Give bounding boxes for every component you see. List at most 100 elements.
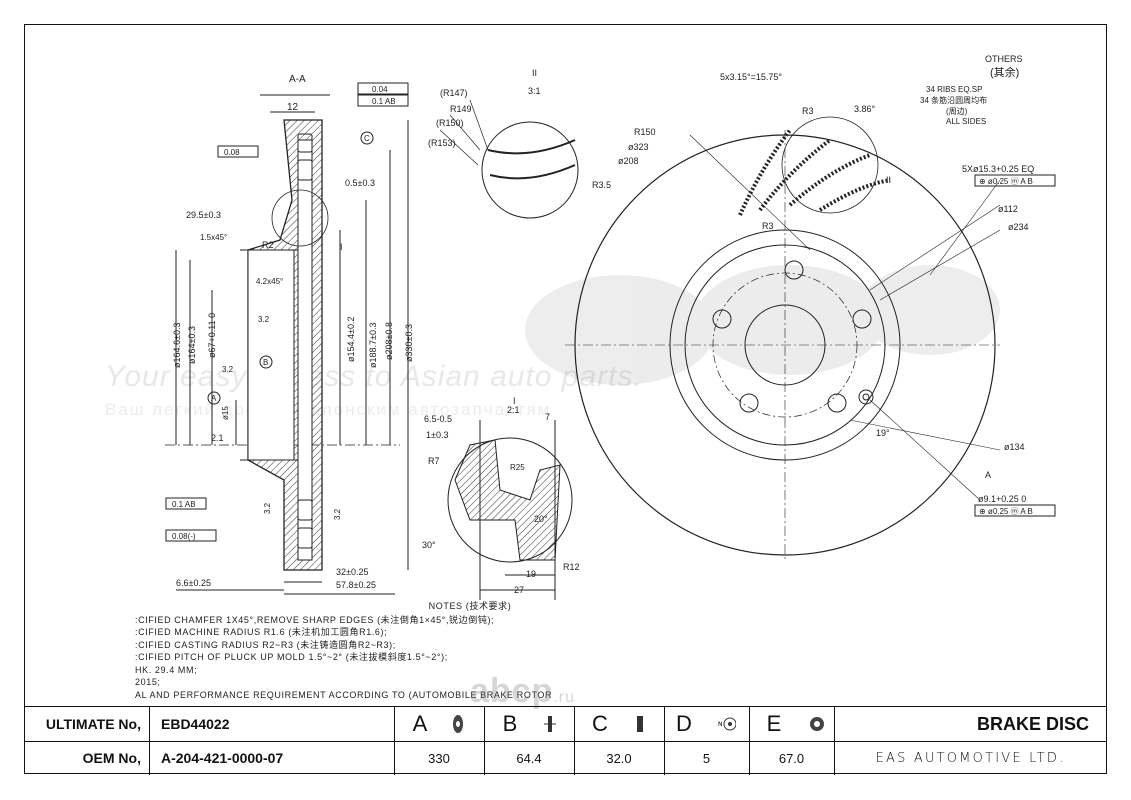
dim-label: 3.2 [333,508,342,520]
datum-label: I [340,242,343,252]
note-line: AL AND PERFORMANCE REQUIREMENT ACCORDING… [135,689,553,700]
watermark-slogan: Your easy access to Asian auto parts. [105,360,643,393]
note-line: HK. 29.4 MM; [135,664,198,675]
hole-spec: 5Xø15.3+0.25 EQ [962,164,1034,174]
abcp-site: abcp [470,672,554,710]
detail-scale: 3:1 [528,86,541,96]
detail-ii [439,99,579,219]
dim-label: 5x3.15°=15.75° [720,72,782,82]
dim-value-a: 330 [428,750,450,766]
note-line: :CIFIED PITCH OF PLUCK UP MOLD 1.5°~2° (… [135,652,448,662]
dim-label: 4.2x45° [256,277,283,286]
dim-label: ø330±0.3 [404,324,414,362]
note-line: :CIFIED CASTING RADIUS R2~R3 (未注铸造圆角R2~R… [135,639,396,650]
dim-label: 3.2 [258,315,270,324]
detail-label: 1±0.3 [426,430,448,440]
detail-i [447,420,573,600]
detail-label: R149 [450,104,472,114]
detail-label: 27 [514,585,524,595]
center-bore-icon [809,714,825,734]
dim-label: 3.86° [854,104,876,114]
dim-label: R150 [634,127,656,137]
hole-tolerance-frame [974,504,1056,517]
technical-notes: NOTES (技术要求) :CIFIED CHAMFER 1X45°,REMOV… [135,600,695,701]
section-label: A-A [289,74,306,85]
others-hint: OTHERS [985,54,1023,64]
note-line: :CIFIED MACHINE RADIUS R1.6 (未注机加工圆角R1.6… [135,627,388,637]
col-divider [749,707,750,775]
ultimate-value: EBD44022 [161,716,230,732]
detail-scale: 2:1 [507,405,520,415]
detail-label: (R153) [428,138,456,148]
dim-value-b: 64.4 [516,750,542,766]
dim-letter-b: B [502,711,518,736]
dim-value-d: 5 [702,750,711,766]
detail-label: R3.5 [592,180,611,190]
dim-letter-d: D [676,711,692,736]
dim-label: ø134 [1004,442,1025,452]
hole-tolerance-frame [974,174,1056,187]
dim-label: ø112 [998,204,1018,214]
dim-label: ø164.6±0.3 [172,323,182,368]
sides-note: ALL SIDES [946,117,986,126]
dim-label: A [985,470,991,480]
dim-value-c: 32.0 [606,750,632,766]
datum-label: A [211,394,217,403]
tolerance-value: 0.04 [372,85,388,94]
datum-markers [207,131,374,405]
product-name: BRAKE DISC [976,713,1089,734]
col-divider [484,707,485,775]
detail-label: (R147) [440,88,468,98]
detail-label: R25 [510,463,525,472]
dim-label: 12 [287,102,299,113]
col-divider [664,707,665,775]
detail-label: 6.5-0.5 [424,414,452,424]
detail-label: 19 [526,569,536,579]
tolerance-value: 0.1 AB [372,97,396,106]
dim-label: 1.5x45° [200,233,227,242]
col-divider [394,707,395,775]
hole-spec: ø9.1+0.25 0 [978,494,1026,504]
oem-value: A-204-421-0000-07 [161,750,284,766]
dim-label: R3 [762,221,774,231]
section-dim-labels: 12 0.5±0.3 29.5±0.3 1.5x45° R2 4.2x45° 3… [172,102,414,590]
dim-label: 6.6±0.25 [176,578,211,588]
dim-label: ø208±0.8 [384,322,394,360]
hole-tolerance: ⊕ ø0.25 ⓜ A B [979,507,1033,516]
dim-label: ø154.4±0.2 [346,317,356,362]
dim-label: ø67+0.11 0 [207,313,217,358]
dim-label: 19° [876,428,890,438]
notes-title: NOTES (技术要求) [428,601,512,611]
disc-height-icon [544,714,556,734]
note-line: 2015; [135,677,161,687]
dim-label: ø208 [618,156,639,166]
tolerance-value: 0.1 AB [172,500,196,509]
abcp-tld: .ru [553,689,576,706]
dim-label: R3 [802,106,814,116]
dim-label: 32±0.25 [336,567,368,577]
dim-label: 0.5±0.3 [345,178,375,188]
row-divider [24,741,1107,742]
watermark-slogan-ru: Ваш легкий доступ к японским автозапчаст… [105,400,552,419]
col-divider [574,707,575,775]
bolt-holes-icon: N [718,714,736,734]
disc-thickness-icon [634,714,646,734]
drawing-sheet [24,24,1107,774]
dim-label: ø15 [221,406,230,420]
svg-text:N: N [718,721,723,728]
detail-title: II [532,68,537,78]
detail-title: I [513,396,516,406]
note-line: :CIFIED CHAMFER 1X45°,REMOVE SHARP EDGES… [135,614,495,625]
sides-note-cn: (周边) [946,106,968,116]
dim-label: II [886,175,891,185]
front-view [565,116,1001,560]
datum-label: C [364,134,370,143]
tolerance-value: 0.08 [224,148,240,157]
detail-label: R7 [428,456,440,466]
detail-label: 30° [422,540,436,550]
dim-label: ø164±0.3 [187,326,197,364]
col-divider [149,707,150,775]
dim-label: 3.2 [222,365,234,374]
front-view-labels: 5x3.15°=15.75° R3 3.86° R150 ø323 ø208 R… [618,72,1029,480]
